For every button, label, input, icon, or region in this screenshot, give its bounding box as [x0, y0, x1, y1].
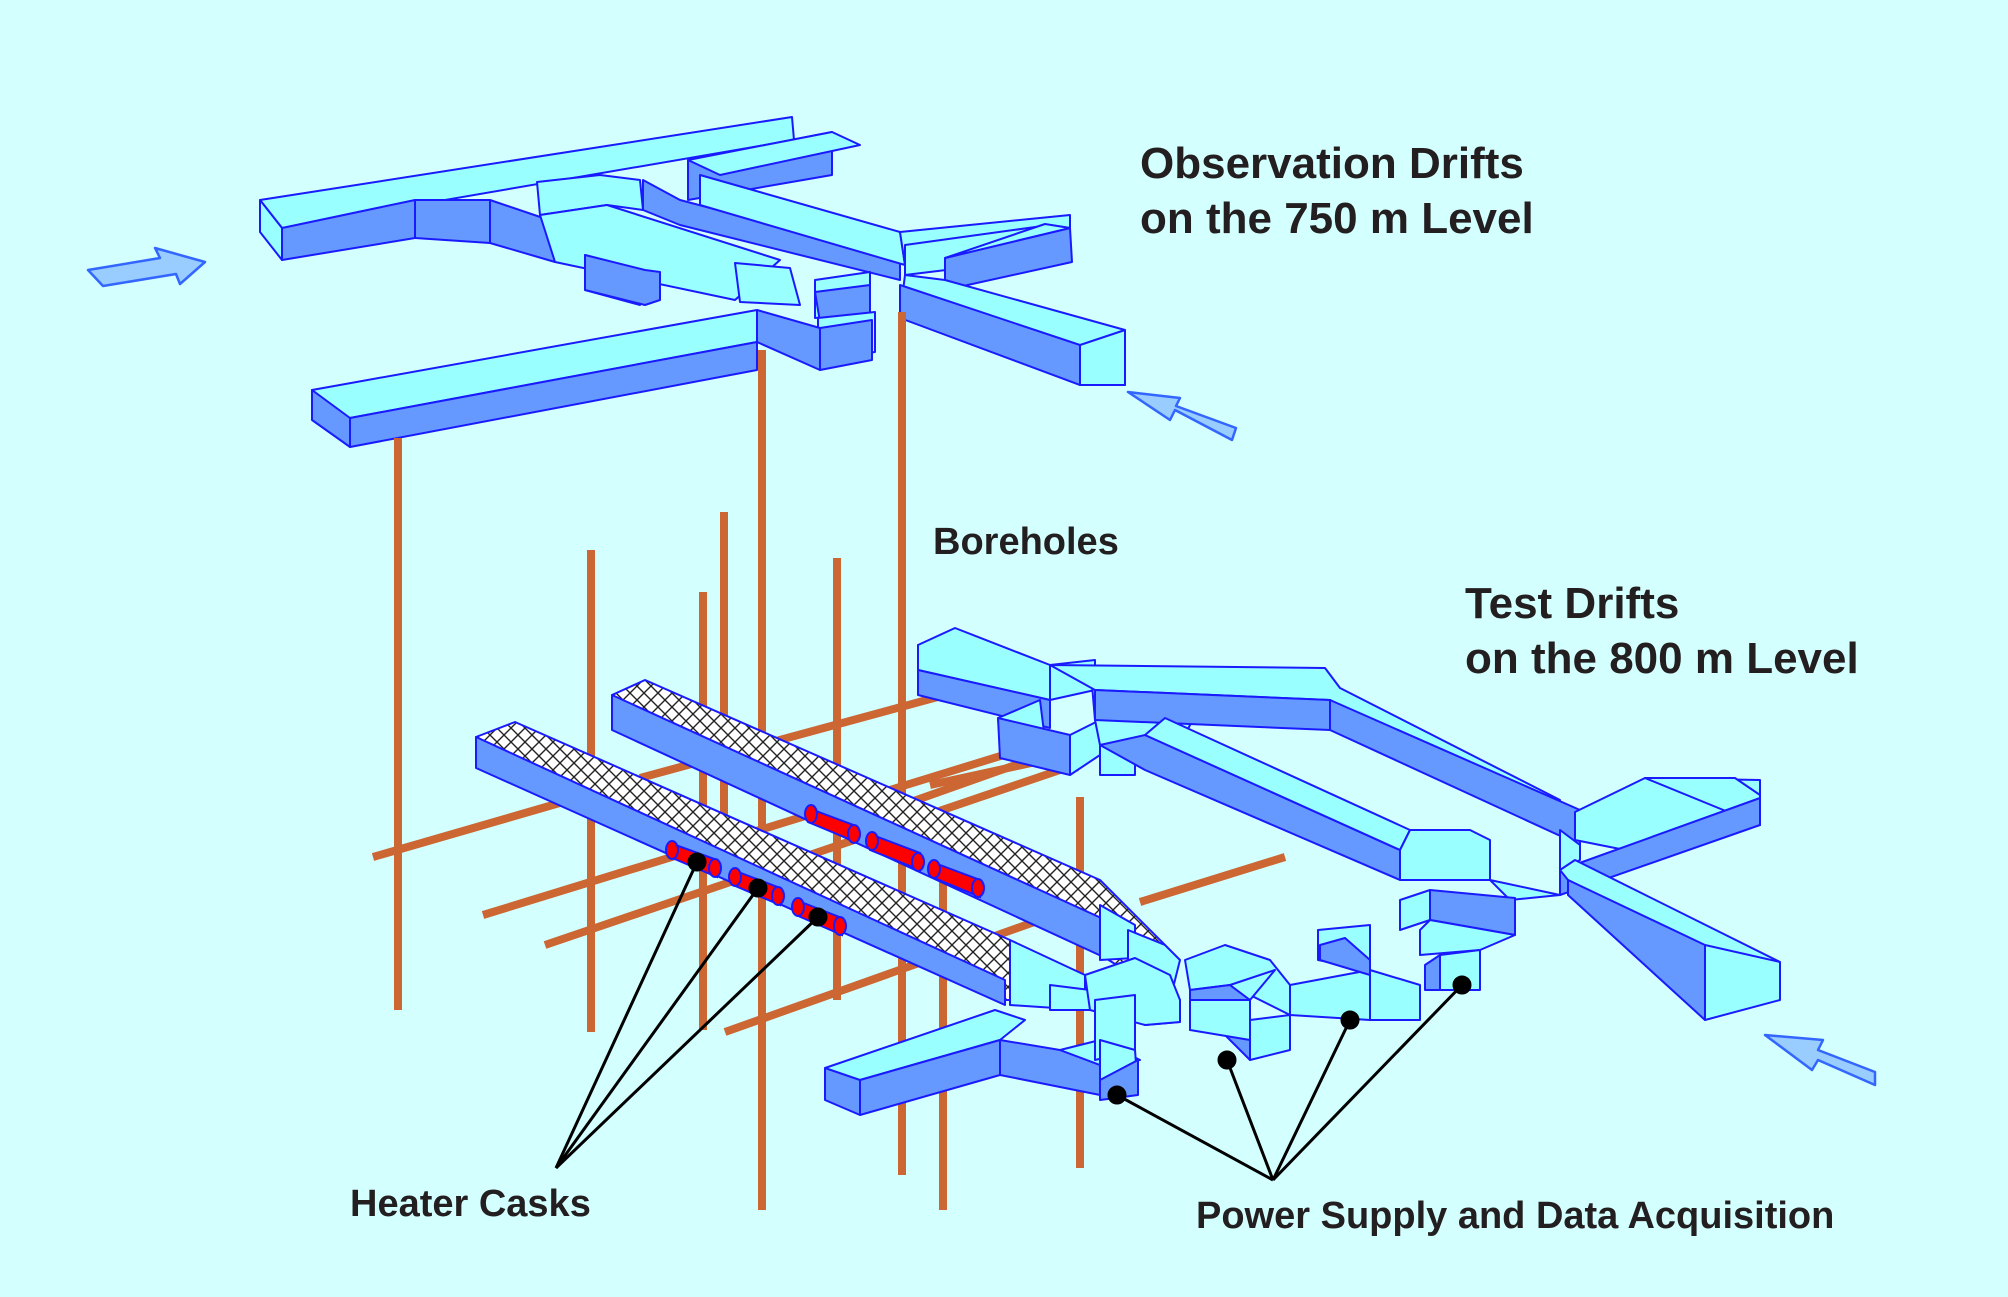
upper-loop	[536, 174, 901, 306]
test-title-line1: Test Drifts	[1465, 579, 1680, 628]
power-leader-lines	[1107, 975, 1472, 1182]
upper-junction	[814, 271, 876, 371]
observation-drifts-title: Observation Drifts on the 750 m Level	[1140, 136, 1534, 246]
upper-front-tunnel	[311, 309, 821, 448]
test-drifts-title: Test Drifts on the 800 m Level	[1465, 576, 1859, 686]
upper-main-tunnel	[259, 116, 795, 263]
test-drifts-800m	[475, 627, 1781, 1116]
observation-drifts-750m	[259, 116, 1126, 448]
power-supply-label: Power Supply and Data Acquisition	[1196, 1195, 1835, 1237]
heater-leader-lines	[554, 852, 828, 1170]
heater-casks	[665, 804, 985, 937]
heater-casks-label: Heater Casks	[350, 1183, 591, 1225]
heater-cask	[927, 859, 985, 899]
access-arrows	[86, 246, 1877, 1087]
heater-cask	[804, 804, 861, 844]
arrow-upper-left	[86, 246, 207, 288]
test-access-bottom	[1184, 889, 1516, 1061]
observation-title-line2: on the 750 m Level	[1140, 194, 1534, 243]
test-loop	[1049, 664, 1581, 881]
heater-cask	[865, 831, 925, 872]
arrow-lower-right	[1763, 1033, 1877, 1087]
test-access-front	[824, 994, 1141, 1116]
boreholes-label: Boreholes	[933, 521, 1119, 563]
upper-right-arm	[899, 223, 1126, 386]
observation-title-line1: Observation Drifts	[1140, 139, 1524, 188]
arrow-upper-right	[1126, 390, 1238, 442]
test-right-crossing	[1489, 777, 1781, 1021]
test-title-line2: on the 800 m Level	[1465, 634, 1859, 683]
